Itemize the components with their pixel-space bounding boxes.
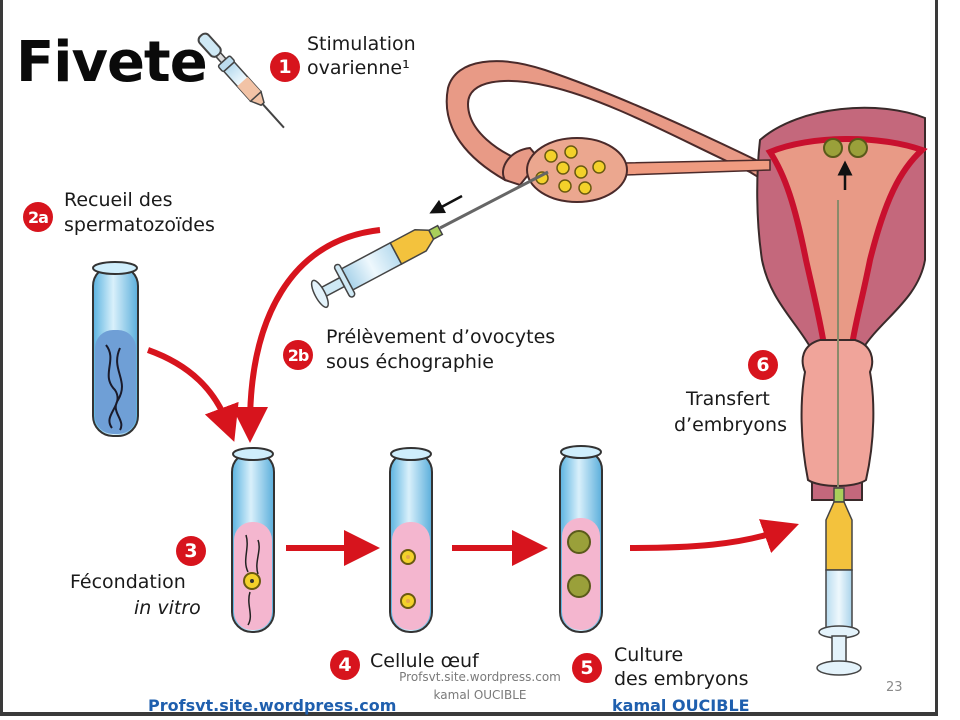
step-1-label-line2: ovarienne¹	[307, 57, 410, 79]
embryo-transfer-syringe-icon	[816, 487, 862, 676]
embryo-culture-tube-icon	[559, 445, 603, 633]
arrow-5-to-6	[629, 519, 799, 554]
step-3-badge: 3	[176, 536, 206, 566]
footer-left-credit: Profsvt.site.wordpress.com	[148, 696, 397, 715]
ovary-icon	[526, 137, 771, 203]
oocyte-retrieval-syringe-icon	[310, 170, 549, 309]
step-2a-label-line2: spermatozoïdes	[64, 214, 215, 236]
step-2b-label-line1: Prélèvement d’ovocytes	[326, 326, 556, 348]
sperm-collection-tube-icon	[92, 261, 139, 437]
step-6-label-line1: Transfert	[686, 388, 770, 410]
zygote-tube-icon	[389, 447, 433, 633]
footer-watermark-line2: kamal OUCIBLE	[433, 688, 527, 702]
arrow-sperm-to-fertilization	[146, 347, 239, 442]
stimulation-syringe-icon	[197, 32, 285, 129]
uterus-icon	[756, 106, 928, 501]
step-4-label: Cellule œuf	[370, 650, 479, 672]
footer-watermark-line1: Profsvt.site.wordpress.com	[399, 670, 561, 684]
step-5-label-line1: Culture	[614, 644, 684, 666]
step-2b-badge: 2b	[283, 340, 313, 370]
page-number: 23	[886, 680, 903, 695]
step-5-label-line2: des embryons	[614, 668, 749, 690]
flow-arrows	[146, 227, 799, 566]
step-1-badge: 1	[270, 52, 300, 82]
step-2a-label-line1: Recueil des	[64, 189, 173, 211]
step-6-label-line2: d’embryons	[674, 414, 787, 436]
step-5-badge: 5	[572, 653, 602, 683]
footer-right-credit: kamal OUCIBLE	[612, 696, 750, 715]
step-2b-label-line2: sous échographie	[326, 351, 494, 373]
step-2a-badge: 2a	[23, 202, 53, 232]
step-4-badge: 4	[330, 650, 360, 680]
step-1-label-line1: Stimulation	[307, 33, 416, 55]
fertilization-tube-icon	[231, 447, 275, 633]
slide-title: Fivete	[16, 30, 208, 95]
step-6-badge: 6	[748, 350, 778, 380]
arrow-oocytes-to-fertilization	[232, 227, 381, 443]
step-3-label-line1: Fécondation	[70, 571, 186, 593]
step-3-label-line2: in vitro	[134, 597, 201, 619]
